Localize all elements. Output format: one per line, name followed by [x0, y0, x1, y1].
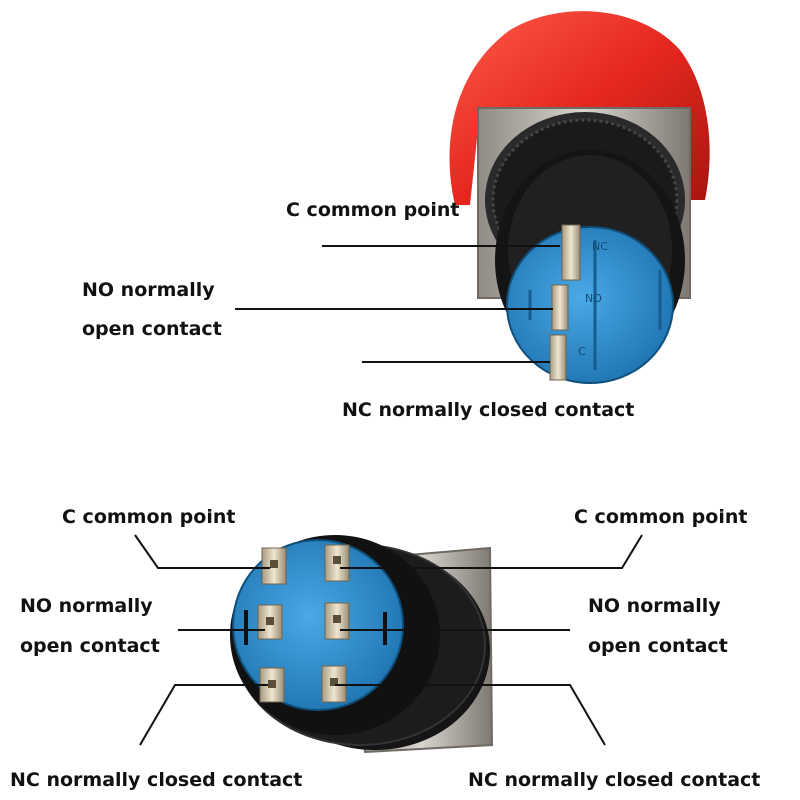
top-leader-lines	[235, 245, 560, 363]
bottom-right-label-no-line2: open contact	[588, 635, 728, 657]
bottom-right-label-no-line1: NO normally	[588, 595, 721, 617]
leader-right-nc	[335, 684, 606, 746]
bottom-switch	[230, 535, 494, 754]
bottom-left-label-c-common: C common point	[62, 506, 236, 528]
terminal-tab-nc	[561, 224, 581, 281]
top-label-no-line1: NO normally	[82, 279, 215, 301]
leader-right-c	[340, 534, 643, 569]
bottom-left-label-no-line2: open contact	[20, 635, 160, 657]
top-label-no-line2: open contact	[82, 318, 222, 340]
bottom-leader-lines	[134, 534, 643, 746]
top-switch: NC NO C	[449, 11, 710, 384]
terminal-tab-c	[549, 334, 567, 381]
contact-block	[506, 226, 674, 384]
top-label-nc: NC normally closed contact	[342, 399, 635, 421]
mark-nc: NC	[592, 240, 608, 253]
bottom-left-label-nc: NC normally closed contact	[10, 769, 303, 791]
bottom-right-label-nc: NC normally closed contact	[468, 769, 761, 791]
mark-no: NO	[585, 292, 602, 305]
bottom-right-label-c-common: C common point	[574, 506, 748, 528]
mark-c: C	[578, 345, 586, 358]
top-label-c-common: C common point	[286, 199, 460, 221]
leader-left-c	[134, 534, 270, 569]
bottom-left-label-no-line1: NO normally	[20, 595, 153, 617]
terminal-tab-no	[551, 284, 569, 331]
leader-left-nc	[139, 684, 268, 746]
